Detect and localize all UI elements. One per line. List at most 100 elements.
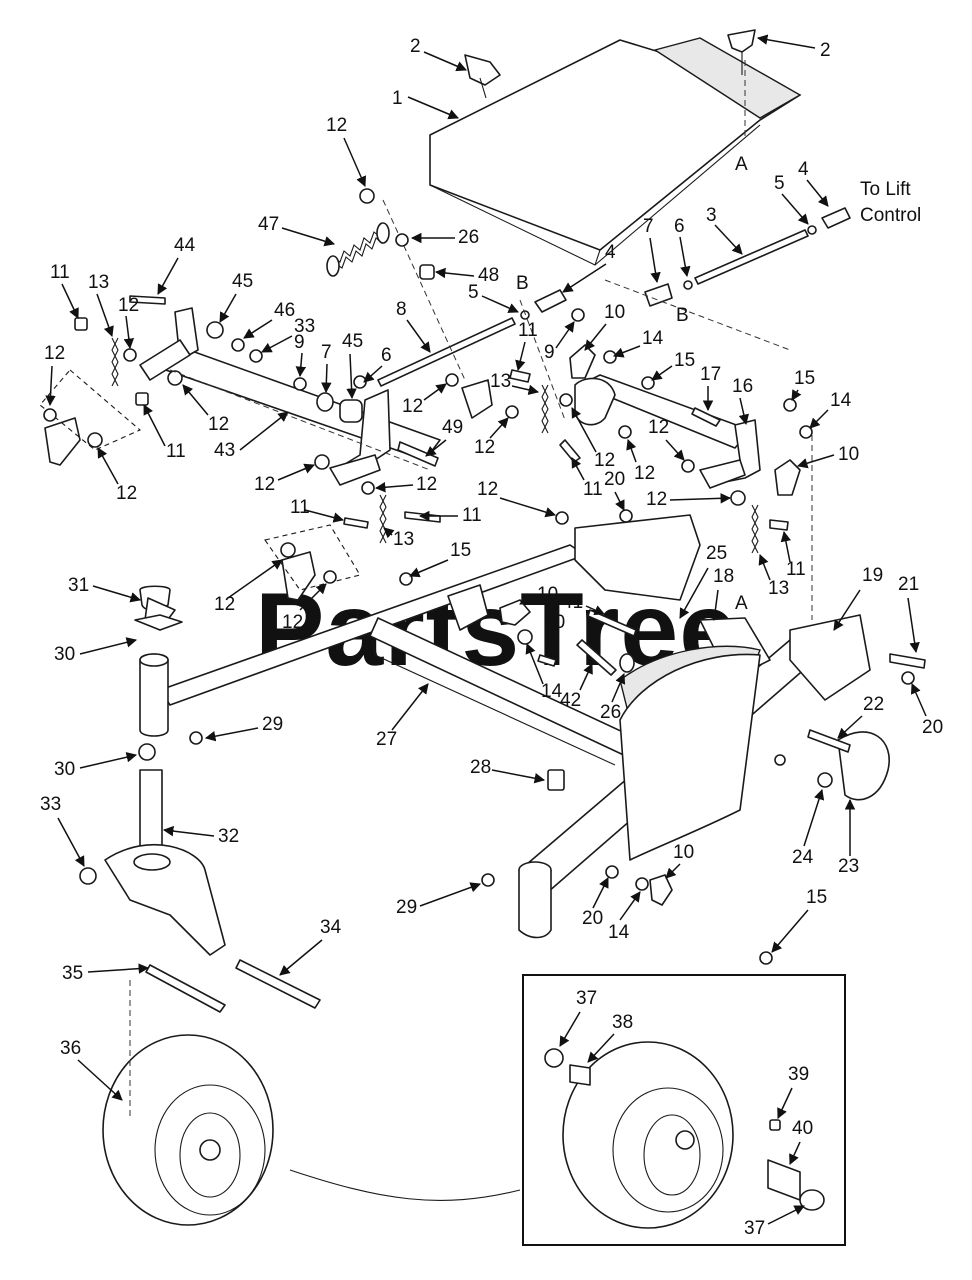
chain-right [751, 504, 759, 554]
callout-16: 16 [732, 376, 753, 397]
ref-label-a-right: A [735, 593, 748, 614]
callout-14b: 14 [830, 390, 852, 411]
callout-37b: 37 [744, 1218, 765, 1239]
callout-44: 44 [174, 235, 196, 256]
callout-49: 49 [442, 417, 463, 438]
callout-7b: 7 [321, 342, 332, 363]
callout-30b: 30 [54, 759, 75, 780]
callout-40: 40 [792, 1118, 813, 1139]
callout-18: 18 [713, 566, 734, 587]
callout-11c: 11 [518, 320, 538, 341]
callout-23: 23 [838, 856, 859, 877]
callout-15c: 15 [450, 540, 471, 561]
callout-3: 3 [706, 205, 717, 226]
callout-12g: 12 [474, 437, 495, 458]
callout-33a: 33 [294, 316, 315, 337]
callout-15b: 15 [794, 368, 815, 389]
callout-12l: 12 [634, 463, 655, 484]
callout-5a: 5 [774, 173, 785, 194]
callout-47: 47 [258, 214, 279, 235]
callout-13b: 13 [490, 371, 511, 392]
wing-knob-right [727, 29, 756, 75]
reference-lines [169, 279, 813, 620]
spindle-tube [518, 614, 890, 939]
callout-11a: 11 [50, 262, 70, 283]
callout-15a: 15 [674, 350, 695, 371]
callout-7a: 7 [643, 216, 654, 237]
callout-35: 35 [62, 963, 83, 984]
callout-33b: 33 [40, 794, 61, 815]
callout-12d: 12 [116, 483, 137, 504]
chain-bracket-lower [264, 524, 361, 601]
callout-10a: 10 [604, 302, 625, 323]
callout-12c: 12 [44, 343, 65, 364]
callout-26b: 26 [600, 702, 621, 723]
callout-13c: 13 [393, 529, 414, 550]
callout-10d: 10 [673, 842, 694, 863]
lift-link-middle [499, 599, 531, 626]
callout-25: 25 [706, 543, 727, 564]
callout-10b: 10 [838, 444, 859, 465]
callout-12f: 12 [402, 396, 423, 417]
callout-4b: 4 [605, 242, 616, 263]
wheel-detail-inset [522, 974, 846, 1246]
callout-12e: 12 [208, 414, 229, 435]
callout-11b: 11 [166, 441, 186, 462]
callout-20c: 20 [922, 717, 943, 738]
callout-48: 48 [478, 265, 499, 286]
callout-14a: 14 [642, 328, 664, 349]
chain-bracket-center [461, 379, 493, 419]
callout-36: 36 [60, 1038, 81, 1059]
callout-12h: 12 [254, 474, 275, 495]
callout-32: 32 [218, 826, 239, 847]
extension-spring [326, 199, 466, 381]
caster-wheel [102, 980, 521, 1226]
chain-left [111, 337, 119, 387]
callout-37a: 37 [576, 988, 597, 1009]
callout-41: 41 [562, 592, 583, 613]
rear-lift-shaft [139, 307, 441, 486]
callout-17: 17 [700, 364, 721, 385]
callout-12a: 12 [326, 115, 347, 136]
callout-12j: 12 [477, 479, 498, 500]
callout-12i: 12 [416, 474, 437, 495]
callout-20a: 20 [604, 469, 625, 490]
callout-14d: 14 [608, 922, 630, 943]
callout-6b: 6 [381, 345, 392, 366]
callout-11g: 11 [786, 559, 806, 580]
rod-clevis-right [807, 207, 851, 235]
callout-12k: 12 [594, 450, 615, 471]
callout-34: 34 [320, 917, 342, 938]
deck-frame [159, 514, 701, 766]
lift-link-right [774, 459, 801, 496]
lift-link-lower [649, 874, 673, 906]
callout-29b: 29 [396, 897, 417, 918]
ref-label-b-right: B [676, 305, 689, 326]
callout-15d: 15 [806, 887, 827, 908]
ref-label-a-top: A [735, 154, 748, 175]
callout-8: 8 [396, 299, 407, 320]
callout-10c: 10 [537, 584, 558, 605]
callout-27: 27 [376, 729, 397, 750]
lift-control-note-line2: Control [860, 205, 921, 226]
callout-46: 46 [274, 300, 295, 321]
callout-31: 31 [68, 575, 89, 596]
callout-38: 38 [612, 1012, 633, 1033]
callout-20d: 20 [582, 908, 603, 929]
callout-13d: 13 [768, 578, 789, 599]
cover-plate [429, 37, 802, 266]
callout-24: 24 [792, 847, 814, 868]
callout-30a: 30 [54, 644, 75, 665]
callout-21: 21 [898, 574, 919, 595]
callout-14c: 14 [541, 681, 563, 702]
callout-42: 42 [560, 690, 581, 711]
callout-29a: 29 [262, 714, 283, 735]
callout-13a: 13 [88, 272, 109, 293]
callout-12b: 12 [118, 295, 139, 316]
callout-5b: 5 [468, 282, 479, 303]
callouts: 1 2 2 3 4 4 5 5 6 6 7 7 8 9 9 [40, 34, 943, 1239]
caster-assembly [104, 585, 321, 1013]
pins [517, 609, 637, 676]
callout-4a: 4 [798, 159, 809, 180]
